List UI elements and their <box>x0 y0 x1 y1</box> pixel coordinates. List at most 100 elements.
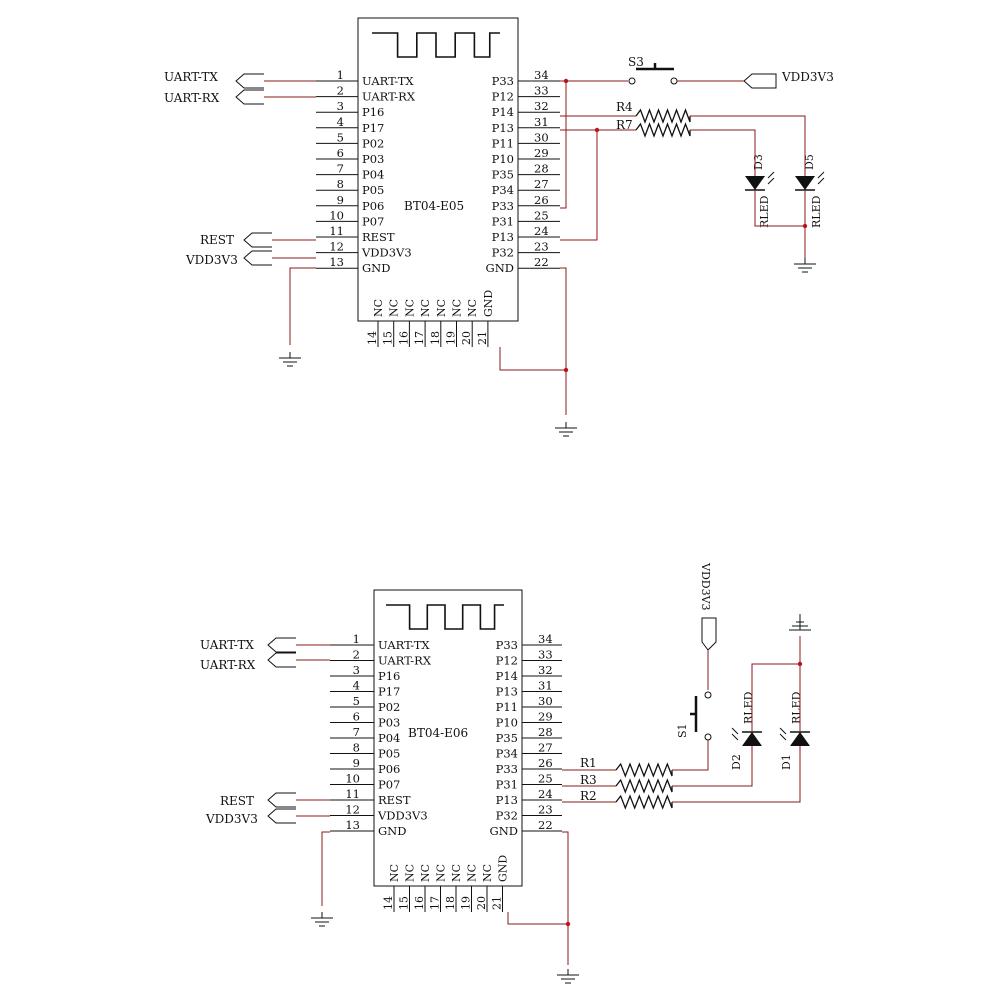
chip0-right-pin-num-23: 23 <box>534 240 549 254</box>
chip0-left-pin-name-10: P07 <box>362 214 384 228</box>
top-conn-vdd-right <box>743 73 777 89</box>
chip1-left-pin-num-6: 6 <box>353 710 360 724</box>
chip1-right-pin-num-29: 29 <box>538 710 553 724</box>
chip0-left-pin-name-7: P04 <box>362 168 384 182</box>
chip0-right-pin-name-25: P31 <box>492 214 514 228</box>
chip0-bottom-pin-num-18: 18 <box>429 331 442 345</box>
chip1-left-pin-name-4: P17 <box>378 685 400 699</box>
chip1-right-pin-name-24: P13 <box>496 793 518 807</box>
chip0-right-pin-name-32: P14 <box>492 105 514 119</box>
chip0-left-pin-name-11: REST <box>362 230 395 244</box>
chip0-right-pin-num-22: 22 <box>534 255 549 269</box>
top-wire-led-common <box>754 190 806 227</box>
chip0-bottom-pin-num-16: 16 <box>397 331 410 345</box>
chip0-left-pin-name-13: GND <box>362 261 390 275</box>
chip0-left-pin-name-6: P03 <box>362 152 384 166</box>
chip0-left-pin-num-9: 9 <box>337 193 344 207</box>
chip1-left-pin-num-1: 1 <box>353 632 360 646</box>
chip1-right-pin-num-23: 23 <box>538 803 553 817</box>
bot-wire-gnd21 <box>507 912 568 925</box>
top-led-d3-ray1 <box>767 171 775 179</box>
chip1-right-pin-name-28: P35 <box>496 731 518 745</box>
chip0-bottom-pin-name-18: NC <box>435 299 448 317</box>
chip0-right-pin-name-29: P10 <box>492 152 514 166</box>
chip0-right-pin-num-32: 32 <box>534 99 549 113</box>
bot-wire-r3-led <box>672 746 753 787</box>
chip1-bottom-pin-name-20: NC <box>481 864 494 882</box>
chip1-left-pin-num-10: 10 <box>345 772 360 786</box>
chip0-left-pin-num-10: 10 <box>329 208 344 222</box>
chip0-body <box>357 17 519 322</box>
chip1-left-pin-name-13: GND <box>378 824 406 838</box>
led-part-d3: RLED <box>758 195 771 228</box>
chip1-right-pin-num-22: 22 <box>538 818 553 832</box>
chip0-right-pin-num-33: 33 <box>534 84 549 98</box>
chip1-bottom-pin-name-17: NC <box>435 864 448 882</box>
chip1-right-pin-num-31: 31 <box>538 679 553 693</box>
chip1-bottom-pin-num-16: 16 <box>413 896 426 910</box>
chip0-right-pin-name-31: P13 <box>492 121 514 135</box>
bot-switch-contact-b <box>704 733 712 741</box>
static-layer: UART-TX UART-RX REST VDD3V3 VDD3V3 BT04-… <box>164 55 834 826</box>
chip1-antenna <box>386 604 504 630</box>
chip1-left-pin-num-2: 2 <box>353 648 360 662</box>
chip-name-bottom: BT04-E06 <box>408 726 468 740</box>
chip0-bottom-pin-name-16: NC <box>403 299 416 317</box>
chip1-right-pin-name-30: P11 <box>496 700 518 714</box>
chip0-right-pin-num-27: 27 <box>534 177 549 191</box>
chip1-right-pin-name-22: GND <box>490 824 518 838</box>
chip0-right-pin-num-28: 28 <box>534 162 549 176</box>
bot-wire-r1-switch <box>672 740 709 771</box>
chip0-right-pin-name-28: P35 <box>492 168 514 182</box>
led-ref-d3: D3 <box>752 154 765 170</box>
chip1-left-pin-num-9: 9 <box>353 756 360 770</box>
chip0-bottom-pin-name-21: GND <box>482 290 495 317</box>
bot-switch-contact-a <box>704 691 712 699</box>
bot-junction-gnd <box>565 921 571 927</box>
chip1-bottom-pin-name-14: NC <box>388 864 401 882</box>
top-conn-rest <box>243 232 272 248</box>
chip0-left-pin-num-6: 6 <box>337 146 344 160</box>
chip1-left-pin-num-12: 12 <box>345 803 360 817</box>
chip0-left-pin-name-8: P05 <box>362 183 384 197</box>
top-led-d3-body <box>745 176 765 190</box>
chip1-right-pin-name-23: P32 <box>496 809 518 823</box>
switch-label-s3: S3 <box>628 55 644 69</box>
chip1-left-pin-name-5: P02 <box>378 700 400 714</box>
led-ref-d2: D2 <box>730 754 743 770</box>
chip0-left-pin-name-5: P02 <box>362 136 384 150</box>
chip0-left-pin-num-8: 8 <box>337 177 344 191</box>
led-part-d2: RLED <box>742 691 755 724</box>
resistor-label-r7: R7 <box>616 118 633 132</box>
chip0-right-pin-name-30: P11 <box>492 136 514 150</box>
resistor-label-r4: R4 <box>616 100 633 114</box>
chip1-right-pin-name-25: P31 <box>496 778 518 792</box>
chip1-left-pin-num-13: 13 <box>345 818 360 832</box>
bot-conn-uart-rx <box>267 652 296 668</box>
bot-wire-led-common <box>751 663 801 732</box>
chip1-right-pin-name-27: P34 <box>496 747 518 761</box>
chip1-bottom-pin-name-16: NC <box>419 864 432 882</box>
chip0-bottom-pin-num-14: 14 <box>366 331 379 345</box>
chip1-bottom-pin-name-18: NC <box>450 864 463 882</box>
chip0-right-pin-name-26: P33 <box>492 199 514 213</box>
chip0-left-pin-name-9: P06 <box>362 199 384 213</box>
bot-led-d2-ray2 <box>731 733 739 741</box>
chip0-antenna <box>372 32 500 58</box>
bot-led-d1-body <box>790 732 810 746</box>
chip0-right-pin-name-23: P32 <box>492 246 514 260</box>
chip1-right-pin-name-34: P33 <box>496 638 518 652</box>
chip0-left-pin-name-12: VDD3V3 <box>361 246 412 260</box>
chip1-right-pin-num-24: 24 <box>538 787 553 801</box>
top-resistor-r4 <box>635 108 691 124</box>
chip1-bottom-pin-num-21: 21 <box>491 896 504 910</box>
net-label-uart-tx-top: UART-TX <box>164 70 218 84</box>
chip1-right-pin-num-25: 25 <box>538 772 553 786</box>
net-label-vdd-right-top: VDD3V3 <box>781 70 834 84</box>
bot-led-d2-body <box>742 732 762 746</box>
chip0-left-pin-num-7: 7 <box>337 162 344 176</box>
top-resistor-r7 <box>635 122 691 138</box>
bot-conn-rest <box>267 792 296 808</box>
bot-conn-uart-tx <box>267 637 296 653</box>
